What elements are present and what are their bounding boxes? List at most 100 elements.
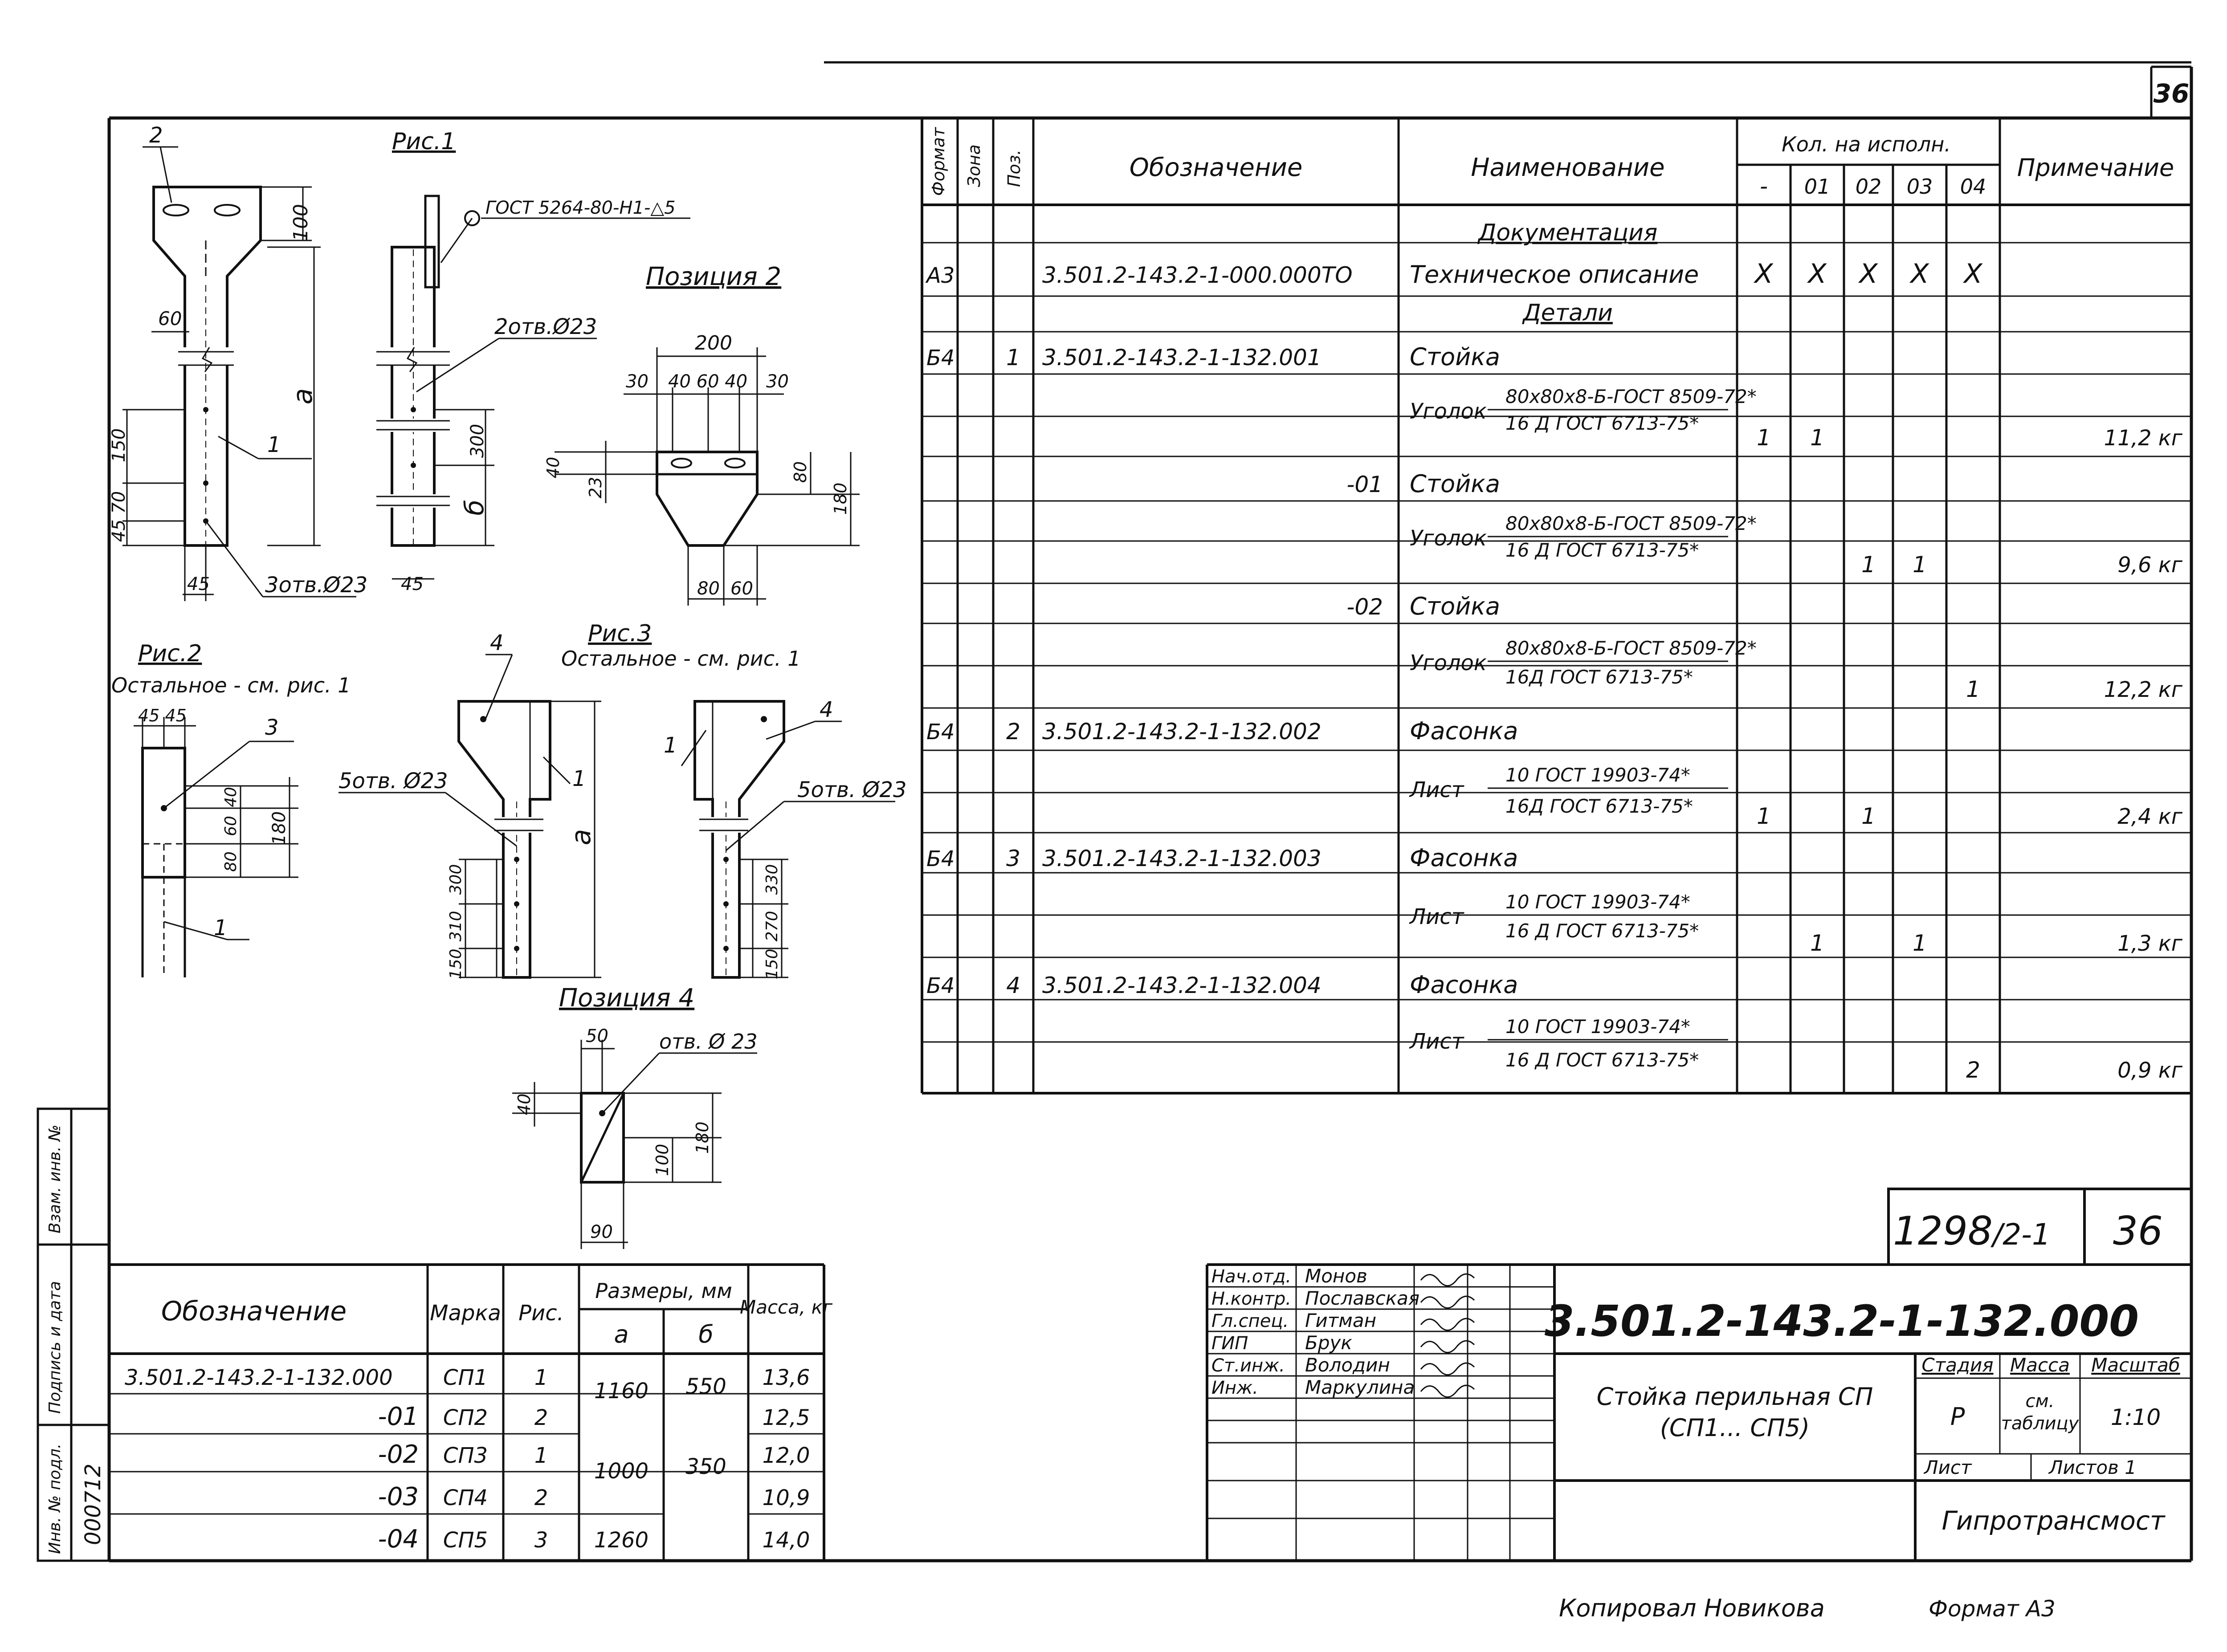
fig2-dim-180: 180 (269, 811, 290, 845)
spec-row-pos: 2 (1006, 719, 1020, 745)
pos4-dim-40: 40 (514, 1094, 534, 1115)
fig3-callout-4a: 4 (490, 631, 504, 655)
fig1-holes-3: 3отв.Ø23 (265, 573, 367, 598)
spec-row-mark: X (1962, 258, 1983, 289)
spec-row-note: 12,2 кг (2104, 677, 2183, 702)
album-part: /2-1 (1990, 1217, 2051, 1252)
signature-mark (1420, 1318, 1475, 1331)
fig2-dim-45-45: 45 45 (138, 706, 187, 725)
spec-row-name: Стойка (1410, 343, 1500, 371)
spec-h-zone: Зона (964, 144, 984, 187)
figure-2: Рис.2 Остальное - см. рис. 1 45 45 3 40 … (111, 640, 351, 977)
spec-h-q0: - (1760, 173, 1768, 199)
pos2-dim-30a: 30 (626, 371, 649, 392)
size-h-b: б (698, 1320, 713, 1348)
mass-value-2: таблицу (2001, 1413, 2080, 1434)
pos2-dim-80v: 80 (791, 461, 810, 483)
position-4: Позиция 4 50 отв. Ø 23 40 100 180 90 (512, 984, 758, 1249)
fig3-title: Рис.3 (588, 620, 652, 647)
size-row-designation: -04 (378, 1525, 419, 1554)
spec-row-material-spec: 10 ГОСТ 19903-74* (1505, 891, 1690, 913)
side-inv-sub: Взам. инв. № (46, 1125, 64, 1233)
sheets-label: Листов 1 (2048, 1457, 2137, 1478)
size-a-1000: 1000 (594, 1459, 649, 1484)
spec-row-material-spec: 80х80х8-Б-ГОСТ 8509-72* (1505, 386, 1757, 407)
signer-role: Нач.отд. (1211, 1266, 1291, 1287)
spec-row-name: Техническое описание (1410, 260, 1699, 289)
fig1-dim-150: 150 (109, 428, 129, 462)
spec-row-note: 0,9 кг (2117, 1058, 2183, 1083)
fig1-dim-45-70: 45 70 (109, 491, 129, 542)
pos4-dim-90: 90 (590, 1222, 613, 1242)
side-sign-date: Подпись и дата (46, 1281, 64, 1414)
signature-mark (1420, 1384, 1475, 1398)
spec-row-qty: 1 (1913, 930, 1927, 956)
fig3-callout-4b: 4 (820, 697, 833, 722)
size-row-mass: 14,0 (763, 1528, 810, 1553)
spec-h-q3: 03 (1907, 175, 1933, 199)
fig2-callout-3: 3 (265, 715, 279, 740)
spec-h-pos: Поз. (1004, 150, 1024, 187)
spec-h-name: Наименование (1471, 153, 1664, 182)
size-h-dims: Размеры, мм (595, 1279, 732, 1303)
spec-section-docs: Документация (1477, 220, 1657, 246)
spec-row-name: Фасонка (1410, 971, 1518, 999)
fig3-dim-270: 270 (763, 911, 781, 942)
footer-copied: Копировал Новикова (1559, 1594, 1825, 1622)
spec-row-qty: 1 (1861, 552, 1876, 578)
spec-row-material-grade: 16Д ГОСТ 6713-75* (1505, 666, 1693, 688)
fig3-dim-300: 300 (447, 864, 465, 895)
spec-row-material: Лист (1409, 904, 1465, 929)
spec-row-format: Б4 (926, 973, 954, 998)
fig1-dim-100: 100 (290, 204, 312, 241)
pos2-dim-80h: 80 (697, 578, 720, 599)
size-row-designation: 3.501.2-143.2-1-132.000 (125, 1365, 393, 1390)
footer-format: Формат А3 (1929, 1596, 2056, 1622)
fig3-dim-150: 150 (447, 949, 465, 980)
size-h-mass: Масса, кг (740, 1296, 833, 1318)
fig2-title: Рис.2 (138, 640, 202, 667)
size-row-fig: 1 (534, 1365, 548, 1390)
size-h-designation: Обозначение (161, 1296, 347, 1327)
pos2-dim-23: 23 (586, 477, 605, 498)
spec-h-designation: Обозначение (1130, 153, 1303, 182)
size-row-mass: 10,9 (763, 1485, 810, 1510)
title-block: Нач.отд.МоновН.контр.ПославскаяГл.спец.Г… (1206, 1188, 2193, 1561)
fig3-dim-150r: 150 (763, 949, 781, 980)
spec-row-material: Уголок (1410, 399, 1487, 424)
spec-row-material-spec: 10 ГОСТ 19903-74* (1505, 1016, 1690, 1038)
sheet-number: 36 (2154, 78, 2190, 109)
size-row-mass: 13,6 (763, 1365, 810, 1390)
spec-row-designation: 3.501.2-143.2-1-132.001 (1042, 345, 1322, 370)
pos4-title: Позиция 4 (559, 984, 694, 1013)
signer-name: Володин (1305, 1354, 1390, 1376)
fig1-dim-60: 60 (158, 308, 182, 330)
fig3-dim-330: 330 (763, 864, 781, 895)
size-h-fig: Рис. (518, 1301, 564, 1326)
signer-role: Н.контр. (1211, 1289, 1291, 1309)
pos2-dim-60: 60 (730, 578, 753, 599)
mass-label: Масса (2010, 1354, 2070, 1376)
fig1-side-dim-45: 45 (401, 574, 424, 594)
fig2-callout-1: 1 (214, 916, 228, 940)
figure-3: Рис.3 Остальное - см. рис. 1 4 1 5отв. Ø… (339, 620, 907, 979)
spec-row-material-spec: 80х80х8-Б-ГОСТ 8509-72* (1505, 513, 1757, 534)
size-row-mark: СП4 (443, 1485, 488, 1510)
spec-h-q1: 01 (1804, 175, 1831, 199)
spec-row-qty: 1 (1757, 425, 1771, 451)
spec-row-format: Б4 (926, 346, 954, 370)
spec-row-pos: 1 (1006, 345, 1020, 370)
pos2-dim-40: 40 (543, 457, 563, 478)
spec-row-mark: X (1753, 258, 1774, 289)
size-row-mark: СП2 (443, 1405, 488, 1430)
signer-role: Инж. (1211, 1378, 1258, 1398)
fig1-dim-b: б (459, 500, 489, 516)
spec-row-format: Б4 (926, 846, 954, 871)
spec-row-note: 2,4 кг (2117, 804, 2183, 829)
fig3-note: Остальное - см. рис. 1 (561, 647, 801, 671)
spec-row-material: Лист (1409, 1029, 1465, 1054)
signer-name: Монов (1305, 1265, 1367, 1287)
signer-name: Маркулина (1305, 1376, 1415, 1398)
side-inv-orig: Инв. № подл. (46, 1444, 64, 1554)
